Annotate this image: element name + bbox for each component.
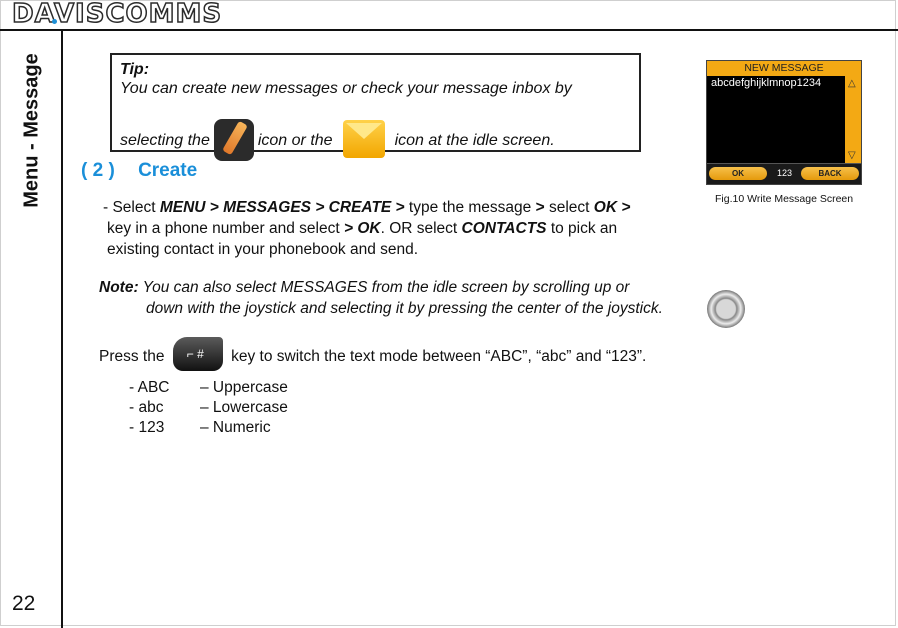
text: . OR select	[380, 220, 462, 237]
text: to pick an	[546, 220, 618, 237]
note-line-1: Note: You can also select MESSAGES from …	[99, 278, 629, 298]
press-key-line: Press the key to switch the text mode be…	[99, 337, 647, 374]
note-line-2: down with the joystick and selecting it …	[146, 300, 663, 317]
text: >	[535, 199, 545, 216]
instruction-line-3: existing contact in your phonebook and s…	[107, 241, 419, 258]
text: Press the	[99, 348, 165, 366]
mode-code: - ABC	[129, 379, 170, 396]
instruction-line-1: - Select MENU > MESSAGES > CREATE > type…	[103, 198, 630, 218]
tip-line-2: selecting the icon or the icon at the id…	[120, 119, 555, 162]
tip-line-1: You can create new messages or check you…	[120, 80, 572, 97]
menu-path: MENU > MESSAGES > CREATE >	[159, 199, 405, 216]
section-title: Create	[138, 160, 198, 181]
list-item: - ABC – Uppercase	[129, 378, 288, 398]
back-softkey: BACK	[801, 167, 859, 180]
sidebar-title-text: Menu - Message	[20, 52, 43, 208]
text: select	[544, 199, 594, 216]
contacts-keyword: CONTACTS	[461, 220, 547, 237]
screen-title: NEW MESSAGE	[707, 61, 861, 76]
text: type the message	[404, 199, 536, 216]
joystick-icon	[707, 290, 745, 328]
mode-code: - 123	[129, 419, 165, 436]
tip-box: Tip: You can create new messages or chec…	[110, 53, 641, 161]
ok-keyword: OK >	[593, 199, 631, 216]
scroll-down-icon: ▽	[848, 150, 856, 161]
tip-text-c: icon at the idle screen.	[394, 132, 555, 149]
tip-text-b: icon or the	[257, 132, 333, 149]
scroll-up-icon: △	[848, 78, 856, 89]
mode-desc: – Numeric	[200, 419, 271, 436]
header-divider	[0, 29, 898, 31]
text: key in a phone number and select	[107, 220, 344, 237]
envelope-icon	[342, 120, 385, 158]
ok-keyword: > OK	[343, 220, 381, 237]
message-text: abcdefghijklmnop1234	[711, 77, 822, 89]
phone-screen-figure: NEW MESSAGE abcdefghijklmnop1234 △ ▽ OK …	[706, 60, 862, 185]
list-item: - 123 – Numeric	[129, 418, 271, 438]
brand-dot-icon	[52, 19, 57, 24]
text: key to switch the text mode between “ABC…	[231, 348, 647, 366]
tip-title: Tip:	[120, 61, 150, 78]
brand-logo: DAVISCOMMS	[11, 0, 223, 29]
section-number: ( 2 )	[81, 160, 115, 181]
mode-desc: – Lowercase	[200, 399, 288, 416]
sidebar-divider	[61, 31, 63, 628]
input-mode-indicator: 123	[777, 168, 793, 178]
ok-softkey: OK	[709, 167, 767, 180]
pencil-icon	[213, 119, 254, 161]
text: - Select	[103, 199, 160, 216]
instruction-line-2: key in a phone number and select > OK. O…	[107, 219, 617, 239]
note-label: Note:	[99, 279, 139, 296]
brand-text: DAVISCOMMS	[11, 0, 223, 29]
figure-caption: Fig.10 Write Message Screen	[715, 193, 854, 205]
note-text: You can also select MESSAGES from the id…	[142, 279, 630, 296]
list-item: - abc – Lowercase	[129, 398, 288, 418]
page-number: 22	[12, 592, 36, 615]
sidebar-section-title: Menu - Message	[14, 40, 50, 220]
hash-key-icon	[172, 337, 223, 371]
mode-desc: – Uppercase	[200, 379, 288, 396]
tip-text-a: selecting the	[120, 132, 210, 149]
scrollbar: △ ▽	[844, 76, 861, 164]
section-heading: ( 2 ) Create	[81, 160, 197, 182]
mode-code: - abc	[129, 399, 164, 416]
softkey-bar: OK 123 BACK	[707, 163, 861, 184]
